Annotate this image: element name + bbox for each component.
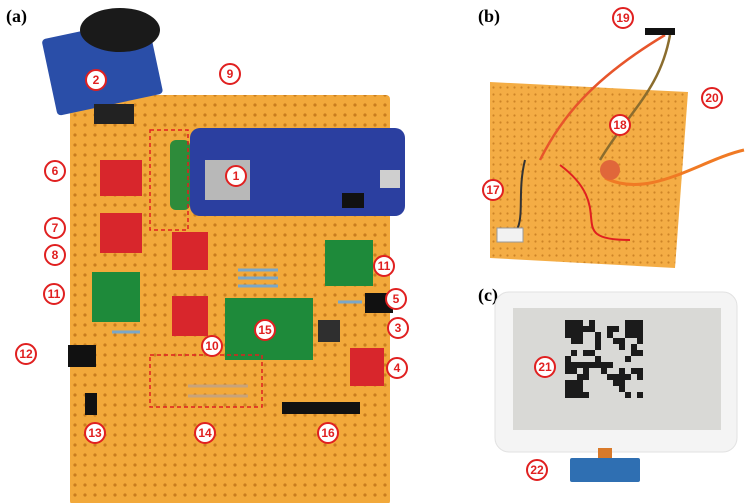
panel-a-photo <box>42 8 405 503</box>
callout-number: 21 <box>538 360 552 374</box>
callout-number: 12 <box>19 347 33 361</box>
callout-12: 12 <box>15 343 37 365</box>
driver-board <box>570 458 640 482</box>
callout-number: 3 <box>395 321 402 335</box>
panel-c-photo <box>494 291 738 482</box>
callout-21: 21 <box>534 356 556 378</box>
connector-13 <box>85 393 97 415</box>
callout-8: 8 <box>44 244 66 266</box>
callout-number: 7 <box>52 221 59 235</box>
callout-11: 11 <box>373 255 395 277</box>
callout-10: 10 <box>201 335 223 357</box>
callout-6: 6 <box>44 160 66 182</box>
inductor <box>170 140 190 210</box>
panel-label-a: (a) <box>6 6 27 26</box>
callout-22: 22 <box>526 459 548 481</box>
callout-number: 17 <box>486 183 500 197</box>
callout-2: 2 <box>85 69 107 91</box>
callout-18: 18 <box>609 114 631 136</box>
callout-number: 6 <box>52 164 59 178</box>
callout-17: 17 <box>482 179 504 201</box>
callout-number: 13 <box>88 426 102 440</box>
callout-9: 9 <box>219 63 241 85</box>
callout-number: 15 <box>258 323 272 337</box>
adapter-10 <box>172 296 208 336</box>
callout-number: 14 <box>198 426 212 440</box>
panel-b-photo <box>487 28 745 270</box>
resistors-tan <box>188 384 248 398</box>
adapter-4 <box>350 348 384 386</box>
callout-number: 10 <box>205 339 219 353</box>
perfboard-b <box>490 82 688 268</box>
qr-code <box>565 320 643 398</box>
callout-number: 9 <box>227 67 234 81</box>
callout-number: 20 <box>705 91 719 105</box>
adapter-8 <box>172 232 208 270</box>
callout-11: 11 <box>43 283 65 305</box>
adapter-7 <box>100 213 142 253</box>
adapter-6 <box>100 160 142 196</box>
callout-number: 4 <box>394 361 401 375</box>
sensor-probe <box>645 28 675 35</box>
resistors <box>112 268 362 334</box>
callout-number: 8 <box>52 248 59 262</box>
callout-15: 15 <box>254 319 276 341</box>
panel-label-c: (c) <box>478 285 498 305</box>
callout-4: 4 <box>386 357 408 379</box>
outline-9 <box>149 129 189 231</box>
callout-19: 19 <box>612 7 634 29</box>
jst-connector <box>496 227 524 243</box>
soic-adapter-right <box>325 240 373 286</box>
callout-number: 2 <box>93 73 100 87</box>
callout-14: 14 <box>194 422 216 444</box>
callout-number: 11 <box>48 287 61 301</box>
callout-number: 22 <box>530 463 544 477</box>
callout-number: 19 <box>616 11 630 25</box>
feather-board <box>190 128 405 216</box>
callout-number: 11 <box>378 259 391 273</box>
callout-number: 1 <box>233 169 240 183</box>
callout-16: 16 <box>317 422 339 444</box>
callout-number: 18 <box>613 118 627 132</box>
callout-20: 20 <box>701 87 723 109</box>
callout-3: 3 <box>387 317 409 339</box>
push-button <box>318 320 340 342</box>
callout-1: 1 <box>225 165 247 187</box>
connector-12 <box>68 345 96 367</box>
callout-number: 16 <box>321 426 335 440</box>
callout-5: 5 <box>385 288 407 310</box>
rtc-module <box>42 8 163 124</box>
callout-13: 13 <box>84 422 106 444</box>
soic-adapter-left <box>92 272 140 322</box>
panel-label-b: (b) <box>478 6 500 26</box>
callout-7: 7 <box>44 217 66 239</box>
header-16 <box>282 402 360 414</box>
callout-number: 5 <box>393 292 400 306</box>
